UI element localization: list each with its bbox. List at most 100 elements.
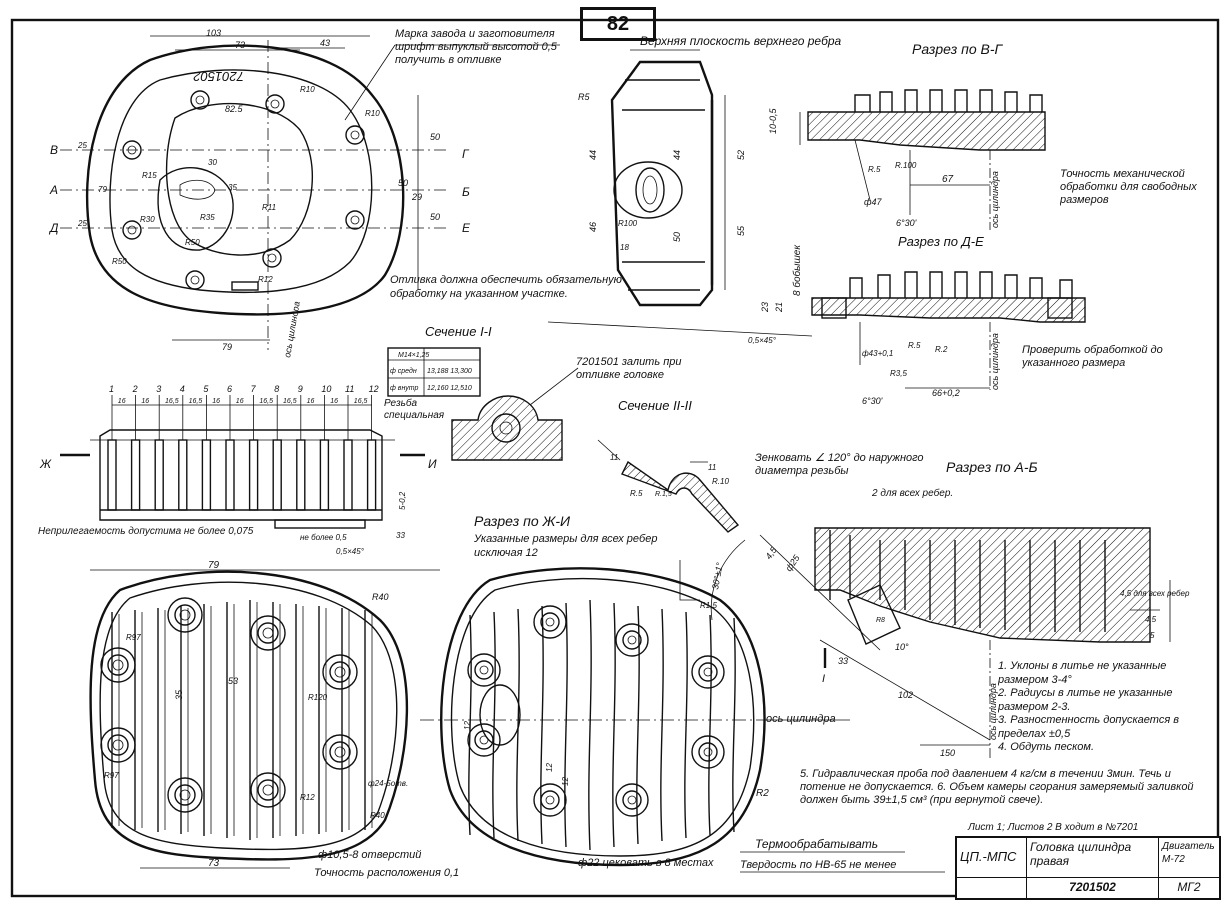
de-dim-r5: R.5 (908, 341, 921, 350)
zh-axis-label: ось цилиндра (766, 713, 836, 725)
thread-row2-value: 12,160 12,510 (427, 385, 472, 392)
section-vg (799, 89, 1046, 230)
section-ab (710, 527, 1171, 760)
br-fin-9 (660, 608, 664, 842)
dim-r12: R12 (258, 275, 273, 284)
title-engine: Двигатель М-72 (1159, 838, 1219, 878)
br-fin-6 (588, 599, 592, 851)
zh-dim-r97-a: R97 (126, 633, 141, 642)
zh-dim-r2: R2 (756, 788, 769, 799)
fin-number-11: 11 (345, 384, 354, 394)
fin-number-6: 6 (227, 384, 232, 394)
dim-79: 79 (222, 342, 232, 352)
thread-row1-value: 13,188 13,300 (427, 368, 472, 375)
br-boss-5 (467, 723, 501, 757)
tech-note-4: 4. Обдуть песком. (998, 741, 1095, 753)
tech-note-5: 5. Гидравлическая проба под давлением 4 … (800, 768, 1194, 806)
bottom-left-bosses (100, 597, 358, 813)
casting-note: Отливка должна обеспечить обязательную о… (390, 274, 622, 300)
fin-number-4: 4 (180, 384, 185, 394)
zh-dim-r15: R1,5 (700, 601, 717, 610)
zh-dim-r120: R120 (308, 693, 328, 702)
zh-dim-r12: R12 (300, 793, 315, 802)
zh-dim-79: 79 (208, 560, 220, 571)
ab-section-letter: I (822, 673, 825, 685)
zh-dim-r97-b: R97 (104, 771, 119, 780)
de-dim-r35: R3,5 (890, 369, 907, 378)
br-fin-11 (708, 614, 712, 836)
thread-row1-label: ф средн (390, 367, 417, 375)
letter-zh: Ж (39, 457, 52, 471)
br-fin-8 (636, 605, 640, 845)
br-boss-hole-8 (703, 747, 713, 757)
ii-dim-r5: R.5 (630, 489, 643, 498)
br-boss-ring-5 (474, 730, 494, 750)
de-dim-66: 66+0,2 (932, 388, 960, 398)
fin-5 (201, 439, 212, 511)
bl-boss-3 (322, 654, 358, 690)
title-block: ЦП.-МПС Головка цилиндра правая Двигател… (955, 836, 1221, 900)
br-boss-ring-6 (540, 790, 560, 810)
dim-35: 35 (228, 183, 237, 192)
bl-boss-8 (322, 734, 358, 770)
bottom-right-fins (468, 599, 736, 851)
dim-r10-b: R10 (300, 85, 315, 94)
fin-1 (107, 439, 117, 511)
dim-r11: R11 (262, 203, 276, 212)
tech-note-3: 3. Разностенность допускается в пределах… (998, 714, 1180, 740)
side-dim-44: 44 (588, 150, 598, 160)
dim-79-side: 79 (98, 185, 107, 194)
br-boss-ring-4 (474, 660, 494, 680)
br-boss-hole-1 (545, 617, 555, 627)
fin-8 (272, 439, 282, 511)
br-fin-2 (492, 611, 496, 839)
bl-boss-2 (250, 615, 286, 651)
vg-dim-r5: R.5 (868, 165, 881, 174)
tech-note-1: 1. Уклоны в литье не указанные размером … (998, 660, 1167, 686)
vg-dim-f47: ф47 (864, 197, 883, 207)
fin-profile-outline (99, 429, 383, 521)
zh-dim-r40: R40 (372, 592, 389, 602)
ab-dim-r8: R8 (876, 617, 885, 624)
flatness-note: Неприлегаемость допустима не более 0,075 (38, 526, 253, 537)
bl-boss-hole-3 (334, 666, 346, 678)
bl-boss-hole-6 (179, 789, 191, 801)
fin-7 (248, 439, 259, 511)
top-plan-view (60, 35, 560, 350)
bl-boss-hole-4 (112, 659, 124, 671)
de-dim-f43: ф43+0,1 (862, 349, 893, 358)
section-letter-e: Е (462, 221, 471, 235)
br-fin-1 (468, 614, 472, 836)
bl-boss-ring-7 (257, 779, 279, 801)
fin-note-small: не более 0,5 (300, 533, 347, 542)
dim-r15: R15 (142, 171, 157, 180)
fin-12 (366, 439, 377, 511)
ab-dim-4-5-b: 4,5 (1145, 615, 1157, 624)
br-boss-4 (467, 653, 501, 687)
section-de-title: Разрез по Д-Е (898, 234, 984, 249)
section-letter-g: Г (462, 147, 470, 161)
ab-dim-33: 33 (838, 656, 848, 666)
fin-pitch-7: 16,5 (259, 398, 273, 405)
fin-dims-note: Указанные размеры для всех ребер исключа… (474, 533, 657, 559)
zh-dim-r40-b: R40 (370, 811, 385, 820)
tech-note-2: 2. Радиусы в литье не указанные размером… (998, 687, 1173, 713)
fin-number-10: 10 (321, 384, 331, 394)
br-fin-10 (684, 611, 688, 839)
fin-9 (296, 439, 306, 511)
dim-103: 103 (206, 28, 221, 38)
bl-boss-hole-5 (112, 739, 124, 751)
fin-6 (225, 439, 235, 511)
holes-note: ф10,5-8 отверстий (318, 849, 421, 861)
heat-treatment-line1: Термообрабатывать (755, 837, 878, 851)
fin-number-3: 3 (156, 384, 161, 394)
fins-note: 2 для всех ребер. (872, 488, 953, 499)
bl-boss-hole-7 (262, 784, 274, 796)
vg-dim-10: 10-0,5 (768, 107, 778, 134)
de-note: Проверить обработкой до указанного разме… (1022, 344, 1163, 369)
br-boss-hole-4 (479, 665, 489, 675)
bl-boss-ring-1 (174, 604, 196, 626)
heat-treatment-line2: Твердость по НВ-65 не менее (740, 859, 896, 871)
ii-dim-r15: R.1,5 (655, 491, 672, 498)
